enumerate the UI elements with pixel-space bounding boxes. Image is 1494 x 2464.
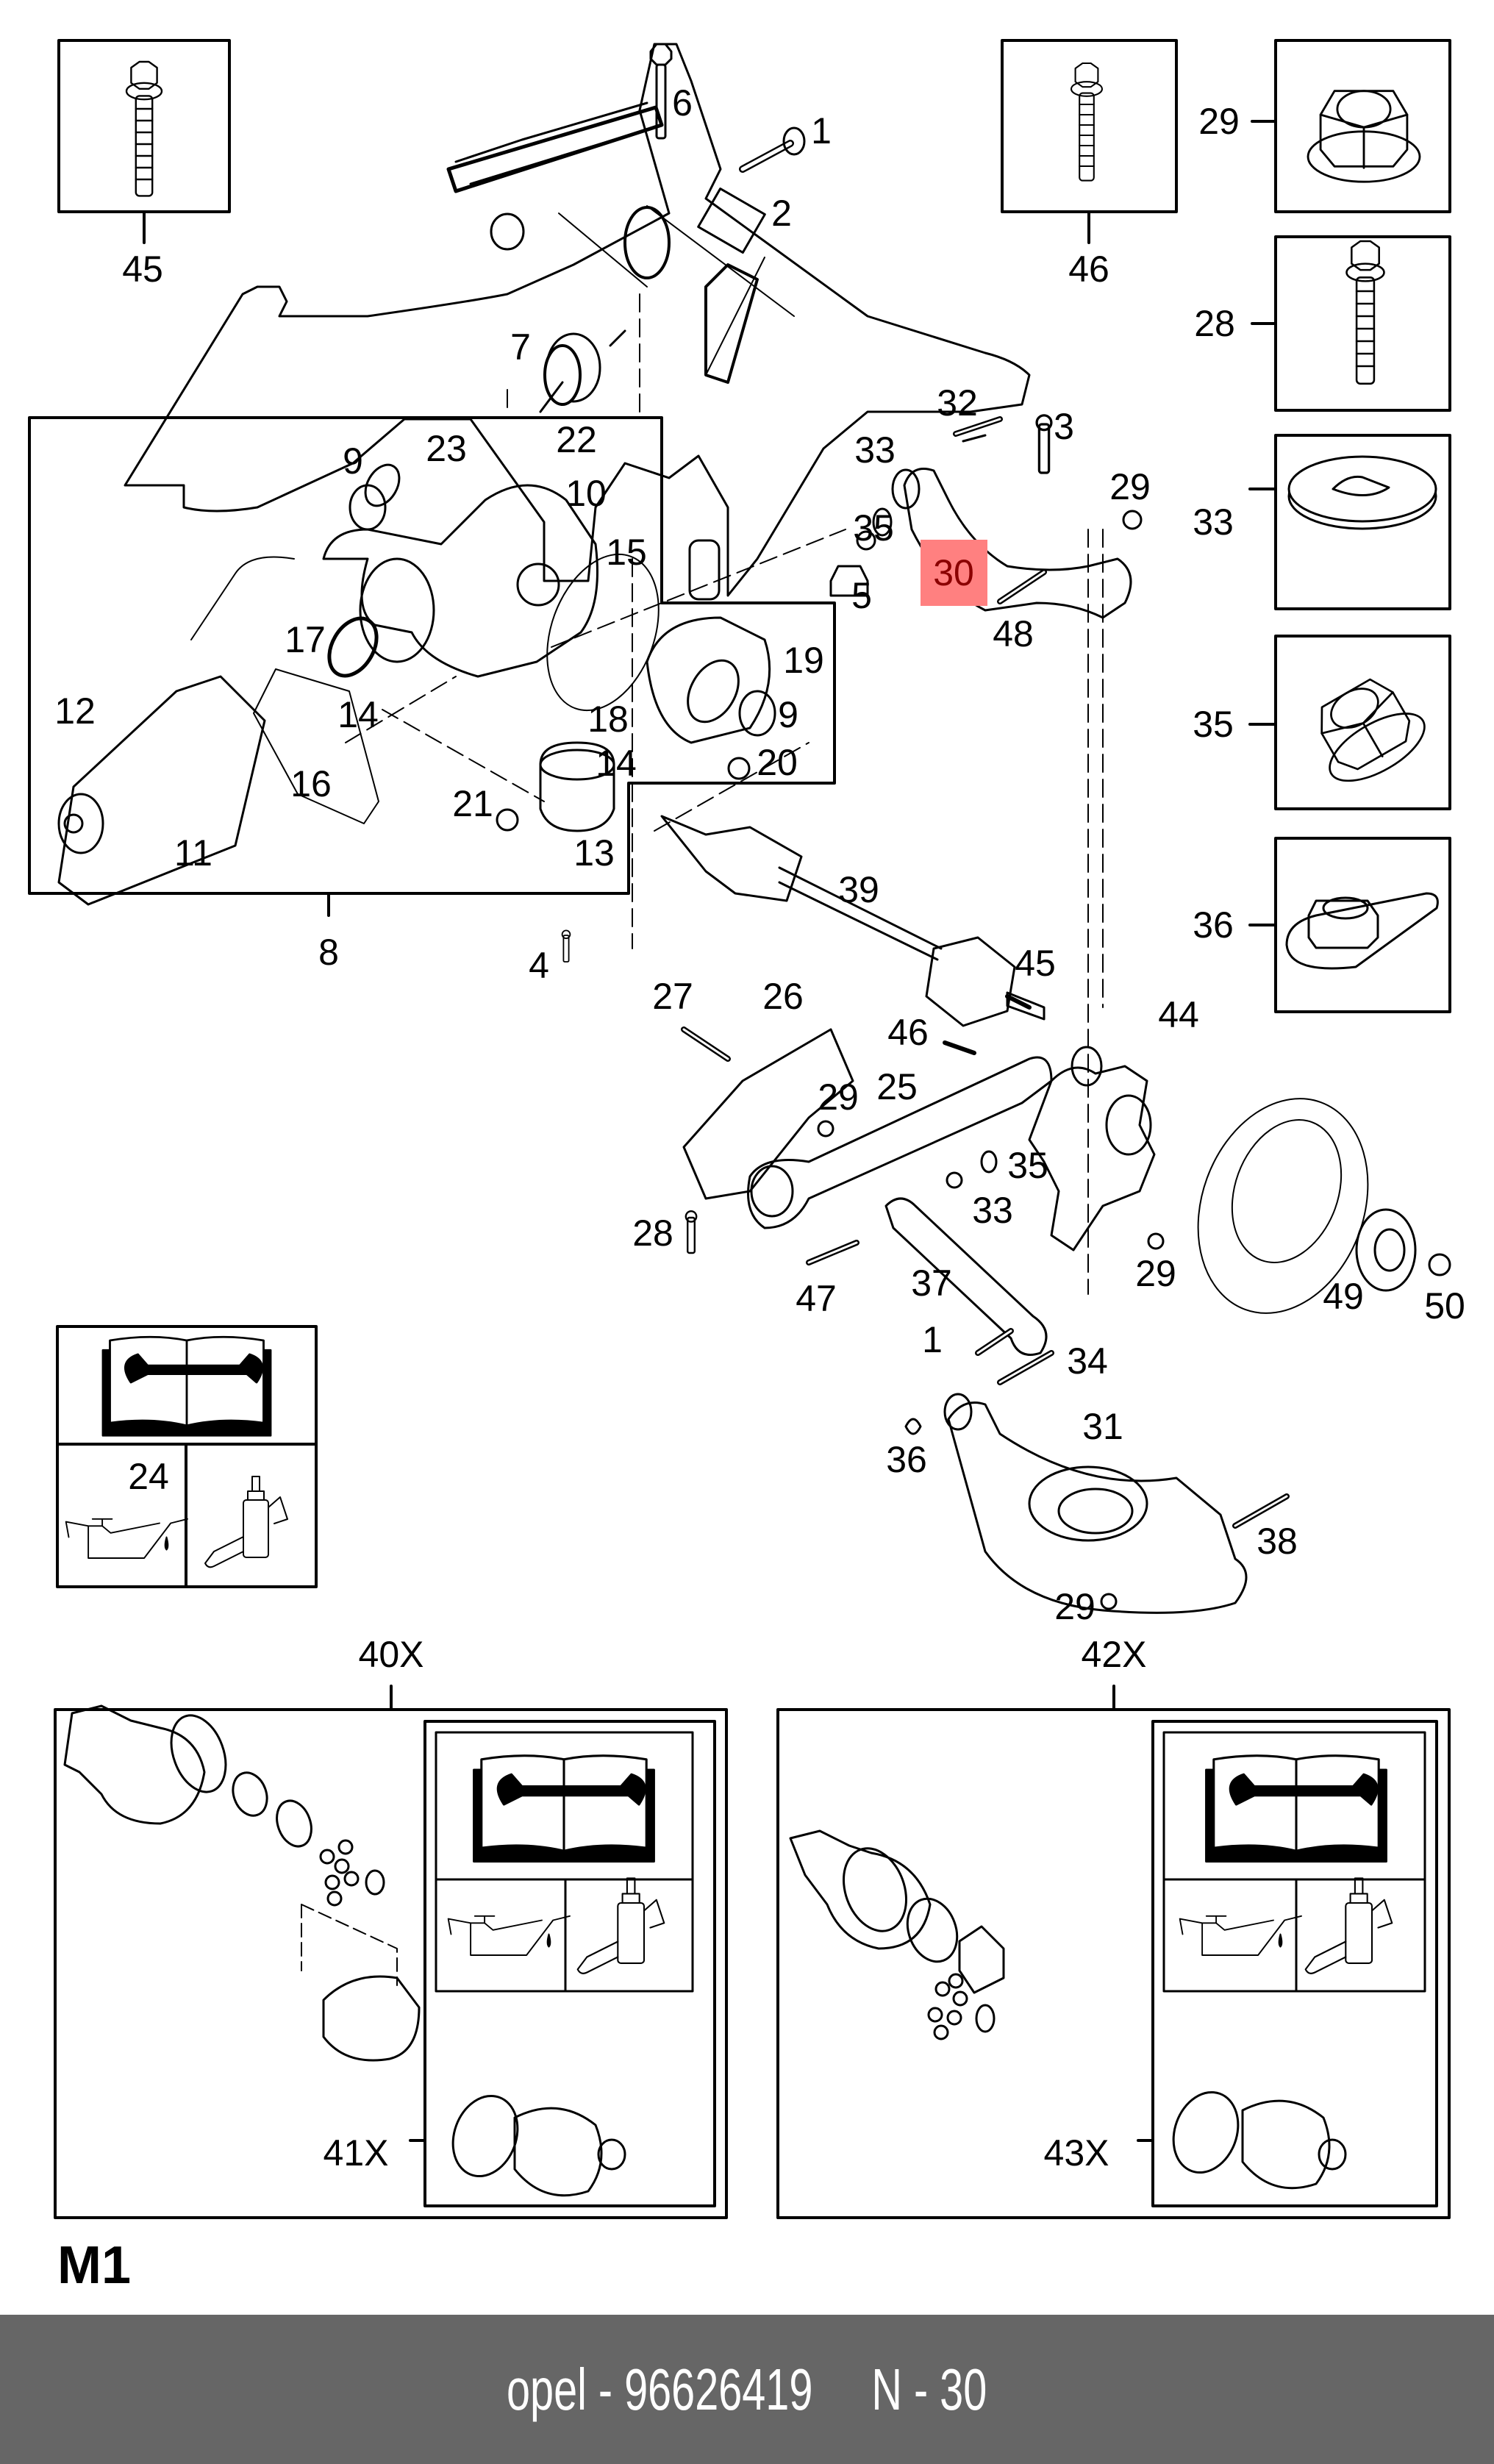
sheet-id: M1 (57, 2236, 132, 2295)
callout-16: 16 (290, 763, 332, 804)
bolt-6-drawing (649, 43, 673, 140)
drive-shaft-39-drawing (660, 815, 1046, 1027)
callout-34: 34 (1067, 1340, 1108, 1382)
callout-3: 3 (1054, 406, 1074, 447)
highlighted-part-30[interactable]: 30 (921, 540, 987, 606)
lower-control-arm-31-drawing (904, 1328, 1290, 1614)
callout-9-upper: 9 (343, 440, 363, 482)
callout-18: 18 (587, 699, 629, 740)
callout-20: 20 (757, 742, 798, 783)
callout-28-mid: 28 (632, 1213, 673, 1254)
bushing-7-drawing (539, 329, 626, 413)
kit-43x-label: 43X (1043, 2132, 1109, 2174)
callout-25: 25 (876, 1066, 918, 1107)
sealant-bottle-icon (576, 1876, 665, 1975)
callout-1-lower: 1 (922, 1319, 943, 1360)
detail-box-36 (1248, 837, 1451, 1013)
callout-22: 22 (556, 419, 597, 460)
callout-23: 23 (426, 428, 467, 469)
detail-box-35 (1248, 635, 1451, 810)
callout-14-left: 14 (337, 694, 379, 735)
kit-41x-label: 41X (323, 2132, 389, 2174)
callout-13: 13 (573, 832, 615, 874)
callout-29-lower: 29 (1135, 1253, 1176, 1294)
callout-21: 21 (452, 783, 493, 824)
callout-44: 44 (1158, 994, 1199, 1035)
callout-33-box: 33 (1193, 501, 1234, 543)
callout-37: 37 (911, 1263, 952, 1304)
callout-5: 5 (851, 575, 872, 616)
callout-24: 24 (128, 1456, 169, 1497)
callout-10: 10 (565, 473, 607, 514)
callout-6: 6 (672, 82, 693, 124)
part-number-banner: opel - 96626419 N - 30 (0, 2315, 1494, 2464)
callout-35-box: 35 (1193, 704, 1234, 745)
callout-8: 8 (318, 932, 339, 973)
part-number-text: opel - 96626419 N - 30 (507, 2356, 987, 2422)
service-manual-icon (473, 1754, 655, 1863)
callout-35-upper: 35 (853, 507, 894, 549)
callout-35-mid: 35 (1007, 1145, 1048, 1186)
callout-30: 30 (933, 552, 974, 593)
callout-33-mid: 33 (972, 1190, 1013, 1231)
service-manual-icon (1205, 1754, 1387, 1863)
callout-36-lower: 36 (886, 1439, 927, 1480)
callout-48: 48 (993, 613, 1034, 654)
callout-29-bottom: 29 (1054, 1586, 1096, 1627)
sealant-bottle-icon (1304, 1876, 1393, 1975)
callout-15: 15 (606, 532, 647, 573)
callout-46-mid: 46 (887, 1012, 929, 1053)
callout-17: 17 (285, 619, 326, 660)
upper-control-arm-30-drawing (856, 414, 1143, 619)
callout-19: 19 (783, 640, 824, 681)
callout-7: 7 (510, 326, 531, 368)
detail-box-46 (1001, 39, 1178, 244)
callout-46: 46 (1068, 249, 1109, 290)
detail-box-45 (57, 39, 231, 244)
oil-can-icon (1179, 1915, 1303, 1957)
exploded-parts-diagram (28, 39, 1451, 2219)
callout-39: 39 (838, 869, 879, 910)
oil-can-icon (447, 1915, 571, 1957)
kit-42x-label: 42X (1081, 1634, 1147, 1675)
callout-12: 12 (54, 690, 96, 732)
callout-38: 38 (1257, 1521, 1298, 1562)
callout-45: 45 (122, 249, 163, 290)
kit-42x-box (776, 1685, 1451, 2219)
detail-box-28 (1251, 235, 1451, 412)
callout-2: 2 (771, 193, 792, 234)
callout-31: 31 (1082, 1406, 1123, 1447)
callout-50: 50 (1424, 1285, 1465, 1326)
callout-1-top: 1 (811, 110, 832, 151)
kit-40x-box (54, 1685, 728, 2219)
callout-14-right: 14 (596, 743, 637, 784)
callout-49: 49 (1323, 1276, 1364, 1317)
callout-9-lower: 9 (778, 694, 798, 735)
callout-32: 32 (937, 382, 978, 424)
callout-45-mid: 45 (1015, 943, 1056, 984)
sealant-bottle-icon (204, 1475, 289, 1568)
callout-29-box: 29 (1198, 101, 1240, 142)
detail-box-33 (1248, 434, 1451, 610)
callout-26: 26 (762, 976, 804, 1017)
callout-33-upper: 33 (854, 429, 896, 471)
lower-suspension-drawing (681, 994, 1451, 1356)
callout-29-upper: 29 (1109, 466, 1151, 507)
service-manual-icon (101, 1335, 272, 1437)
rear-subframe-drawing (124, 43, 1031, 601)
detail-box-29 (1251, 39, 1451, 213)
callout-27: 27 (652, 976, 693, 1017)
callout-47: 47 (796, 1278, 837, 1319)
service-info-box (56, 1325, 318, 1588)
callout-11-cover: 11 (174, 832, 212, 874)
callout-36-box: 36 (1193, 904, 1234, 946)
callout-29-mid: 29 (818, 1076, 859, 1118)
kit-40x-label: 40X (358, 1634, 424, 1675)
callout-28-box: 28 (1194, 303, 1235, 344)
differential-assembly-frame (28, 293, 1104, 1295)
bolt-1-top-drawing (739, 126, 806, 173)
oil-can-icon (65, 1518, 189, 1560)
callout-4: 4 (529, 945, 549, 986)
